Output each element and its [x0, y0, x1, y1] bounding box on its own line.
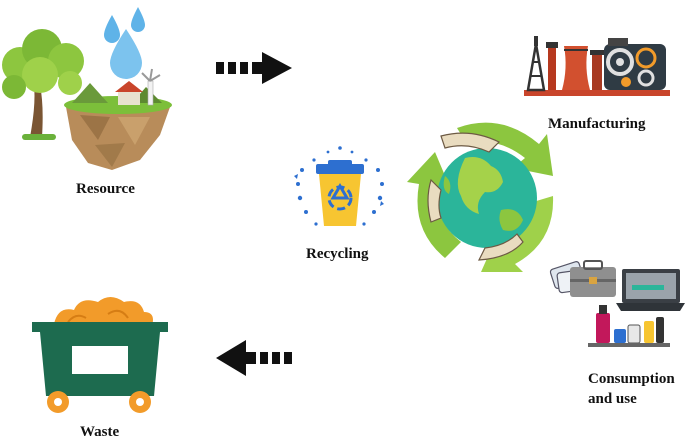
factory-gears-icon: [524, 36, 670, 96]
recycle-bin-icon: [294, 146, 384, 226]
recycle-globe-icon: [407, 122, 554, 272]
dashed-arrow-left-icon: [216, 340, 292, 376]
island-tree-water-icon: [2, 7, 172, 170]
recycling-label: Recycling: [306, 246, 369, 262]
waste-container-icon: [32, 297, 168, 413]
consumer-goods-icon: [549, 260, 685, 347]
consumption-label-line2: and use: [588, 391, 637, 407]
waste-label: Waste: [80, 424, 120, 440]
consumption-label: Consumption and use: [588, 369, 675, 409]
manufacturing-label: Manufacturing: [548, 116, 646, 132]
resource-label: Resource: [76, 181, 135, 197]
consumption-label-line1: Consumption: [588, 371, 675, 387]
dashed-arrow-right-icon: [216, 52, 292, 84]
